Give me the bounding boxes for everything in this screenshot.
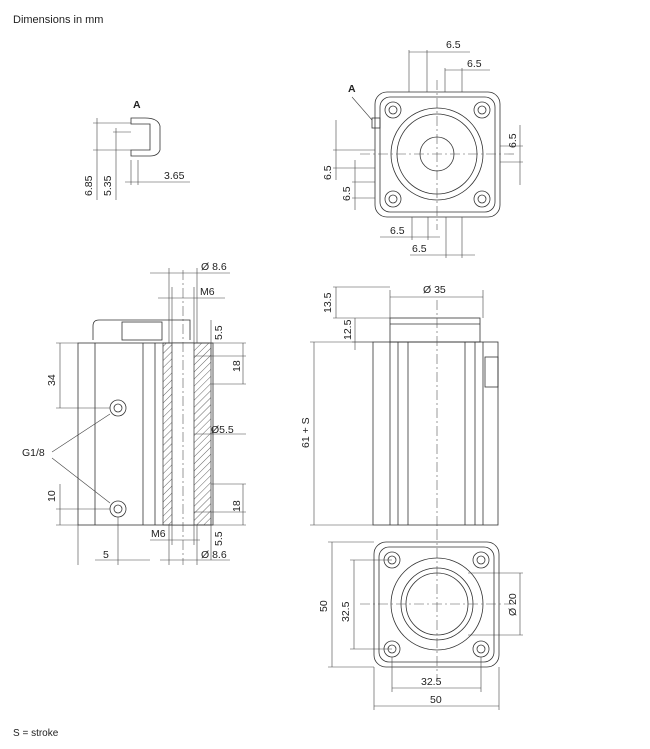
port-label: G1/8: [22, 447, 45, 459]
dim-3-65: 3.65: [164, 170, 185, 182]
top-dim-6-5-a: 6.5: [446, 39, 461, 51]
dim-50-h: 50: [430, 694, 442, 706]
dim-5-35: 5.35: [102, 175, 114, 196]
dim-32-5-h: 32.5: [421, 676, 442, 688]
top-dim-left-a: 6.5: [322, 165, 334, 180]
dim-50-v: 50: [318, 600, 330, 612]
side-view: Ø 8.6 M6 5.5 18 34 Ø5.5 G1/8 10 18 5.5: [22, 261, 246, 565]
detail-a-letter: A: [133, 99, 141, 111]
dia-8-6-bot: Ø 8.6: [201, 549, 227, 561]
dim-5-5-bot: 5.5: [213, 531, 225, 546]
footer-note: S = stroke: [13, 728, 59, 739]
header-note: Dimensions in mm: [13, 14, 104, 26]
top-dim-right: 6.5: [507, 133, 519, 148]
top-dim-bottom-b: 6.5: [412, 243, 427, 255]
top-dim-bottom-a: 6.5: [390, 225, 405, 237]
dia-5-5: Ø5.5: [211, 424, 234, 436]
dim-18-bot: 18: [231, 500, 243, 512]
detail-a-view: A 6.85 5.35 3.65: [83, 99, 190, 200]
dim-12-5: 12.5: [342, 319, 354, 340]
dim-13-5: 13.5: [322, 292, 334, 313]
thread-m6-top: M6: [200, 286, 215, 298]
dim-5: 5: [103, 549, 109, 561]
dim-61-s: 61 + S: [300, 417, 312, 448]
bottom-view: 50 32.5 Ø 20 32.5 50: [318, 530, 523, 710]
front-view: 13.5 Ø 35 12.5 61 + S: [300, 284, 499, 530]
dia-35: Ø 35: [423, 284, 446, 296]
dim-32-5-v: 32.5: [340, 601, 352, 622]
top-view-letter: A: [348, 83, 356, 95]
dia-20: Ø 20: [507, 593, 519, 616]
dia-8-6-top: Ø 8.6: [201, 261, 227, 273]
dim-6-85: 6.85: [83, 175, 95, 196]
thread-m6-bot: M6: [151, 528, 166, 540]
dim-5-5-top: 5.5: [213, 325, 225, 340]
top-dim-left-b: 6.5: [341, 186, 353, 201]
top-dim-6-5-b: 6.5: [467, 58, 482, 70]
top-view: A 6.5 6.5 6.5 6.5 6.5: [322, 39, 523, 258]
dim-34: 34: [46, 374, 58, 386]
dim-10: 10: [46, 490, 58, 502]
dim-18-top: 18: [231, 360, 243, 372]
